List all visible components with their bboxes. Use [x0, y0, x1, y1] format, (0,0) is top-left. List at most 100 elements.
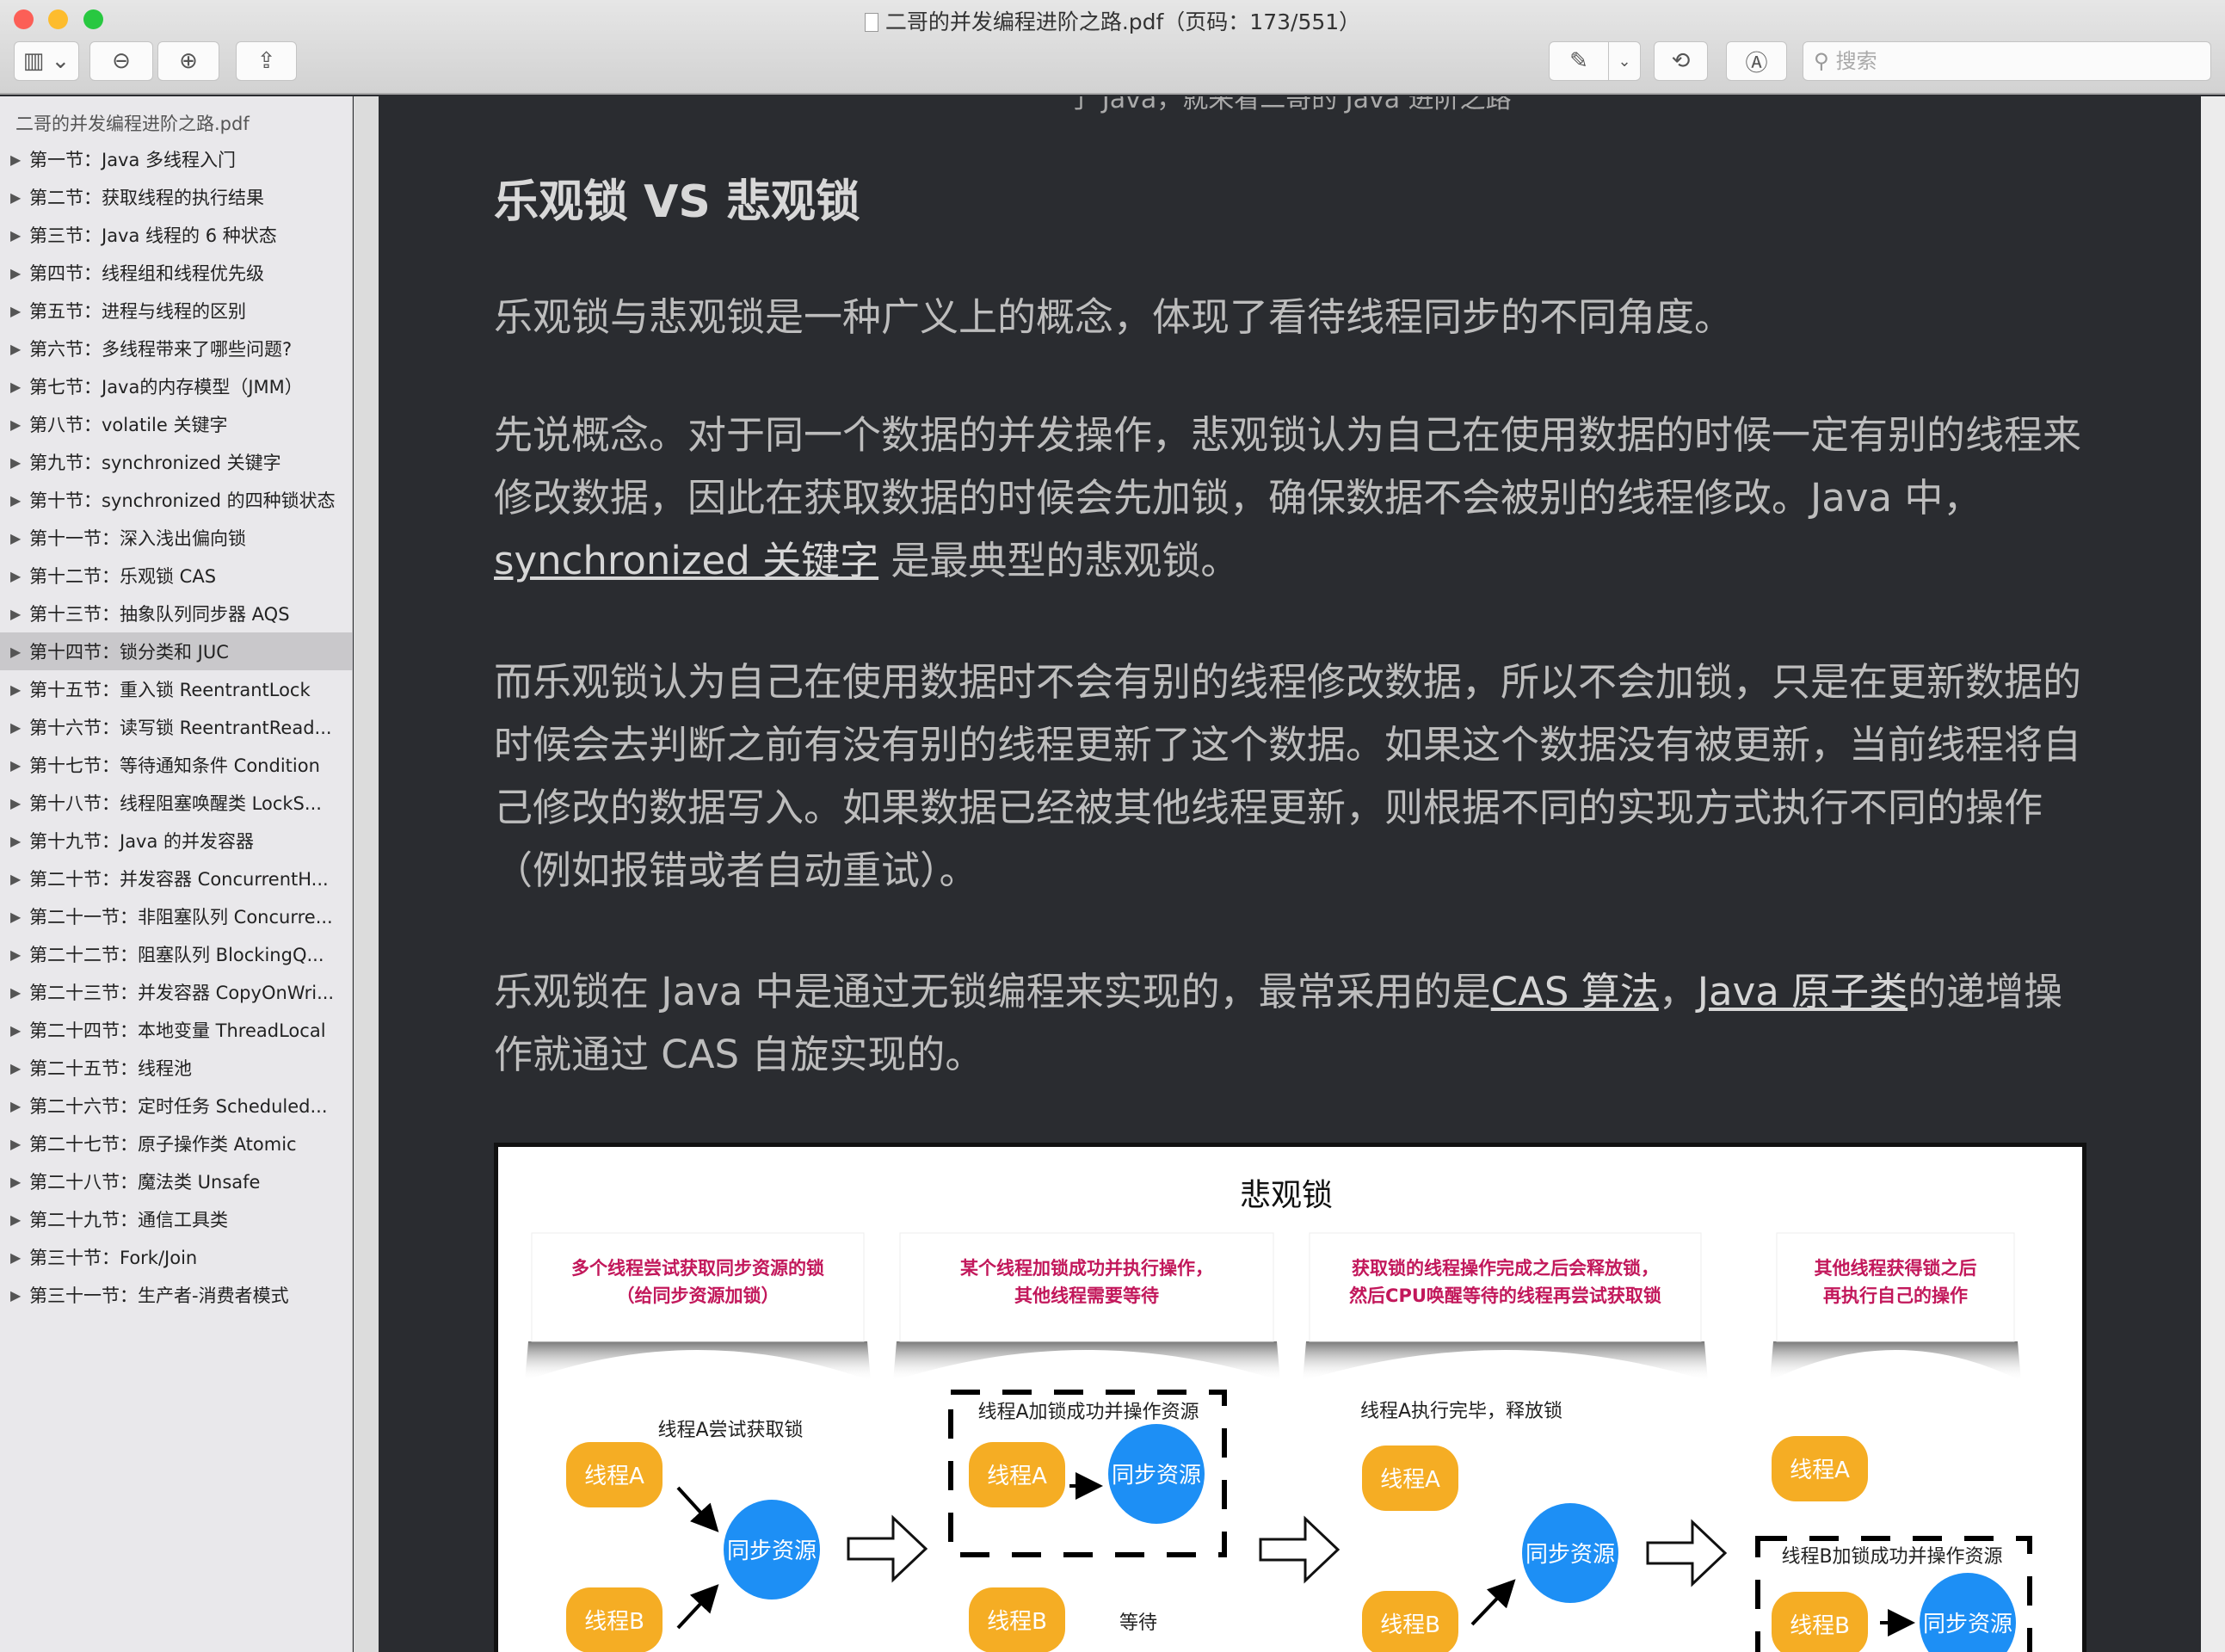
- cas-link[interactable]: CAS 算法: [1490, 969, 1659, 1014]
- disclosure-triangle-icon[interactable]: ▶: [10, 681, 22, 698]
- disclosure-triangle-icon[interactable]: ▶: [10, 340, 22, 357]
- disclosure-triangle-icon[interactable]: ▶: [10, 151, 22, 168]
- disclosure-triangle-icon[interactable]: ▶: [10, 302, 22, 319]
- disclosure-triangle-icon[interactable]: ▶: [10, 1286, 22, 1304]
- sidebar-item[interactable]: ▶第一节：Java 多线程入门: [0, 140, 353, 178]
- sidebar-item-label: 第九节：synchronized 关键字: [29, 453, 281, 473]
- thread-label: 线程A: [987, 1464, 1047, 1489]
- disclosure-triangle-icon[interactable]: ▶: [10, 1173, 22, 1190]
- sidebar-item[interactable]: ▶ 第二十四节：本地变量 ThreadLocal: [0, 1011, 353, 1049]
- sidebar-item-label: 第二十二节：阻塞队列 BlockingQ...: [29, 945, 324, 965]
- disclosure-triangle-icon[interactable]: ▶: [10, 1211, 22, 1228]
- disclosure-triangle-icon[interactable]: ▶: [10, 870, 22, 887]
- sidebar-item-label: 第二十五节：线程池: [29, 1058, 192, 1079]
- arrow: [676, 1584, 719, 1630]
- sidebar-item[interactable]: ▶第十四节：锁分类和 JUC: [0, 632, 353, 670]
- disclosure-triangle-icon[interactable]: ▶: [10, 756, 22, 774]
- caption-text: （给同步资源加锁）: [617, 1285, 780, 1306]
- sidebar-item-label: 第二十三节：并发容器 CopyOnWri...: [29, 983, 335, 1003]
- zoom-out-button[interactable]: ⊖: [89, 41, 153, 81]
- sidebar-item-label: 第十六节：读写锁 ReentrantRead...: [29, 718, 332, 738]
- sidebar-item[interactable]: ▶第五节：进程与线程的区别: [0, 292, 353, 330]
- sidebar-toggle-button[interactable]: ▥ ⌄: [14, 41, 79, 81]
- sidebar-item[interactable]: ▶第十三节：抽象队列同步器 AQS: [0, 595, 353, 632]
- atomic-link[interactable]: Java 原子类: [1697, 969, 1908, 1014]
- zoom-in-button[interactable]: ⊕: [157, 41, 219, 81]
- sidebar-item[interactable]: ▶第二十节：并发容器 ConcurrentH...: [0, 860, 353, 897]
- disclosure-triangle-icon[interactable]: ▶: [10, 567, 22, 584]
- sidebar-item[interactable]: ▶第二十一节：非阻塞队列 Concurre...: [0, 897, 353, 935]
- sidebar-outline: 二哥的并发编程进阶之路.pdf ▶第一节：Java 多线程入门▶第二节：获取线程…: [0, 96, 353, 1652]
- disclosure-triangle-icon[interactable]: ▶: [10, 491, 22, 509]
- sidebar-item[interactable]: ▶第七节：Java的内存模型（JMM）: [0, 367, 353, 405]
- sidebar-filename[interactable]: 二哥的并发编程进阶之路.pdf: [15, 114, 250, 134]
- step-label: 线程A执行完毕，释放锁: [1360, 1401, 1562, 1422]
- close-button[interactable]: [14, 9, 34, 29]
- search-field[interactable]: ⚲: [1803, 41, 2211, 81]
- sidebar-item-label: 第二十四节：本地变量 ThreadLocal: [29, 1020, 326, 1041]
- sidebar-item[interactable]: ▶ 第二十五节：线程池: [0, 1049, 353, 1087]
- paragraph-3: 而乐观锁认为自己在使用数据时不会有别的线程修改数据，所以不会加锁，只是在更新数据…: [494, 659, 2082, 893]
- disclosure-triangle-icon[interactable]: ▶: [10, 1059, 22, 1076]
- disclosure-triangle-icon[interactable]: ▶: [10, 188, 22, 206]
- sidebar-item[interactable]: ▶第十八节：线程阻塞唤醒类 LockS...: [0, 784, 353, 822]
- disclosure-triangle-icon[interactable]: ▶: [10, 1135, 22, 1152]
- disclosure-triangle-icon[interactable]: ▶: [10, 378, 22, 395]
- sidebar-item[interactable]: ▶第三十节：Fork/Join: [0, 1238, 353, 1276]
- sidebar-item[interactable]: ▶第三十一节：生产者-消费者模式: [0, 1276, 353, 1314]
- disclosure-triangle-icon[interactable]: ▶: [10, 832, 22, 849]
- sidebar-item[interactable]: ▶第十九节：Java 的并发容器: [0, 822, 353, 860]
- disclosure-triangle-icon[interactable]: ▶: [10, 453, 22, 471]
- sidebar-item[interactable]: ▶第三节：Java 线程的 6 种状态: [0, 216, 353, 254]
- sidebar-item[interactable]: ▶第二十六节：定时任务 Scheduled...: [0, 1087, 353, 1125]
- sidebar-item[interactable]: ▶第十五节：重入锁 ReentrantLock: [0, 670, 353, 708]
- disclosure-triangle-icon[interactable]: ▶: [10, 226, 22, 243]
- rotate-button[interactable]: ⟲: [1654, 41, 1708, 81]
- annotate-button[interactable]: Ⓐ: [1726, 41, 1787, 81]
- synchronized-link[interactable]: synchronized 关键字: [494, 538, 879, 583]
- disclosure-triangle-icon[interactable]: ▶: [10, 605, 22, 622]
- disclosure-triangle-icon[interactable]: ▶: [10, 416, 22, 433]
- paragraph-2: 先说概念。对于同一个数据的并发操作，悲观锁认为自己在使用数据的时候一定有别的线程…: [494, 404, 2094, 592]
- sidebar-item-label: 第二十八节：魔法类 Unsafe: [29, 1172, 261, 1193]
- sidebar-divider[interactable]: [354, 96, 379, 1652]
- disclosure-triangle-icon[interactable]: ▶: [10, 983, 22, 1001]
- sidebar-item[interactable]: ▶第四节：线程组和线程优先级: [0, 254, 353, 292]
- sidebar-item[interactable]: ▶第二十七节：原子操作类 Atomic: [0, 1125, 353, 1162]
- disclosure-triangle-icon[interactable]: ▶: [10, 529, 22, 546]
- markup-menu-button[interactable]: ⌄: [1608, 41, 1641, 81]
- disclosure-triangle-icon[interactable]: ▶: [10, 794, 22, 811]
- sidebar-item[interactable]: ▶第二十九节：通信工具类: [0, 1200, 353, 1238]
- resource-node: [1920, 1573, 2016, 1652]
- markup-button[interactable]: ✎: [1549, 41, 1609, 81]
- search-icon: ⚲: [1814, 49, 1829, 73]
- disclosure-triangle-icon[interactable]: ▶: [10, 718, 22, 736]
- thread-label: 线程B: [1790, 1613, 1850, 1639]
- sidebar-item-label: 第八节：volatile 关键字: [29, 415, 228, 435]
- sidebar-item[interactable]: ▶ 第二十三节：并发容器 CopyOnWri...: [0, 973, 353, 1011]
- zoom-window-button[interactable]: [83, 9, 103, 29]
- minimize-button[interactable]: [48, 9, 68, 29]
- sidebar-item[interactable]: ▶第十一节：深入浅出偏向锁: [0, 519, 353, 557]
- sidebar-item[interactable]: ▶第十节：synchronized 的四种锁状态: [0, 481, 353, 519]
- sidebar-item[interactable]: ▶第十七节：等待通知条件 Condition: [0, 746, 353, 784]
- sidebar-item[interactable]: ▶ 第十六节：读写锁 ReentrantRead...: [0, 708, 353, 746]
- disclosure-triangle-icon[interactable]: ▶: [10, 264, 22, 281]
- sidebar-item[interactable]: ▶第二节：获取线程的执行结果: [0, 178, 353, 216]
- search-input[interactable]: [1835, 49, 2180, 73]
- disclosure-triangle-icon[interactable]: ▶: [10, 1097, 22, 1114]
- disclosure-triangle-icon[interactable]: ▶: [10, 643, 22, 660]
- sidebar-item[interactable]: ▶ 第八节：volatile 关键字: [0, 405, 353, 443]
- sidebar-item[interactable]: ▶ 第九节：synchronized 关键字: [0, 443, 353, 481]
- scrollbar-track[interactable]: [2201, 96, 2225, 1652]
- sidebar-item[interactable]: ▶ 第二十二节：阻塞队列 BlockingQ...: [0, 935, 353, 973]
- disclosure-triangle-icon[interactable]: ▶: [10, 1248, 22, 1266]
- sidebar-item[interactable]: ▶第六节：多线程带来了哪些问题?: [0, 330, 353, 367]
- disclosure-triangle-icon[interactable]: ▶: [10, 946, 22, 963]
- disclosure-triangle-icon[interactable]: ▶: [10, 908, 22, 925]
- sidebar-item[interactable]: ▶ 第二十八节：魔法类 Unsafe: [0, 1162, 353, 1200]
- thread-node: [1362, 1591, 1458, 1652]
- sidebar-item[interactable]: ▶第十二节：乐观锁 CAS: [0, 557, 353, 595]
- share-button[interactable]: ⇪: [236, 41, 297, 81]
- disclosure-triangle-icon[interactable]: ▶: [10, 1021, 22, 1039]
